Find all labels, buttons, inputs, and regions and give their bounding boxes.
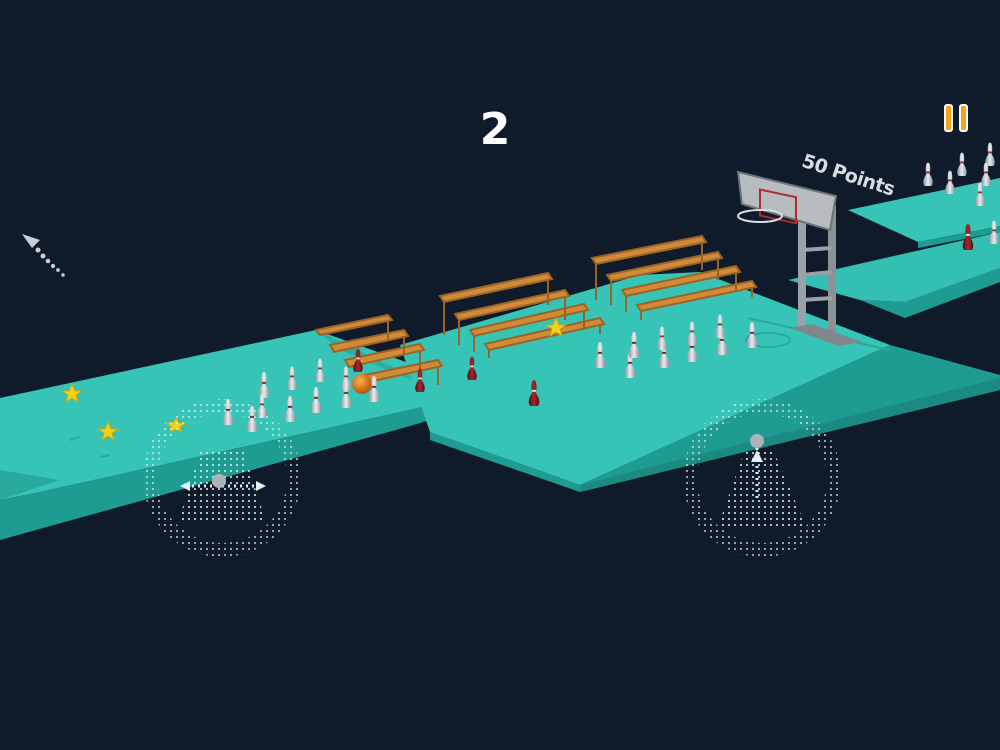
red-bowling-pin (962, 224, 974, 250)
bowling-pin (624, 352, 636, 378)
star-1 (60, 382, 84, 404)
pause-bar-right (959, 104, 968, 132)
bench-group-right (590, 234, 758, 320)
bowling-pin (628, 332, 640, 358)
bowling-pin (368, 376, 380, 402)
bowling-pin (923, 162, 933, 186)
bowling-pin (945, 170, 955, 194)
bowling-pin (287, 366, 297, 390)
red-bowling-pin (528, 380, 540, 406)
red-bowling-pin (353, 348, 363, 372)
bowling-pin (985, 142, 995, 166)
bowling-pin (687, 321, 697, 345)
bowling-pin (340, 382, 352, 408)
bowling-pins (222, 142, 999, 432)
bowling-pin (975, 182, 985, 206)
bowling-pin (310, 387, 322, 413)
star-4 (544, 316, 568, 338)
bowling-pin (981, 162, 991, 186)
bowling-pin (284, 396, 296, 422)
bowling-pin (686, 336, 698, 362)
right-platform (788, 178, 1000, 318)
bowling-pin (715, 314, 725, 338)
bowling-pin (746, 322, 758, 348)
bowling-ball (352, 374, 372, 394)
pause-icon[interactable] (942, 102, 972, 134)
benches (314, 234, 758, 385)
basketball-hoop (736, 170, 862, 346)
bowling-pin (258, 372, 270, 398)
bowling-pin (658, 342, 670, 368)
bowling-pin (594, 342, 606, 368)
bench-group-left (314, 313, 444, 385)
bowling-pin (315, 358, 325, 382)
red-bowling-pin (415, 368, 425, 392)
score-counter: 2 (479, 104, 511, 155)
bowling-pin (657, 326, 667, 350)
red-bowling-pin (467, 356, 477, 380)
bowling-pin (341, 366, 351, 390)
pause-bar-left (944, 104, 953, 132)
bowling-pin (957, 152, 967, 176)
bench-group-middle (438, 271, 606, 358)
star-2 (96, 420, 120, 442)
bowling-pin (989, 220, 999, 244)
direction-arrow-icon (22, 234, 65, 277)
forward-swipe-control[interactable] (683, 399, 841, 557)
bowling-pin (716, 329, 728, 355)
horizontal-swipe-control[interactable] (143, 399, 301, 557)
